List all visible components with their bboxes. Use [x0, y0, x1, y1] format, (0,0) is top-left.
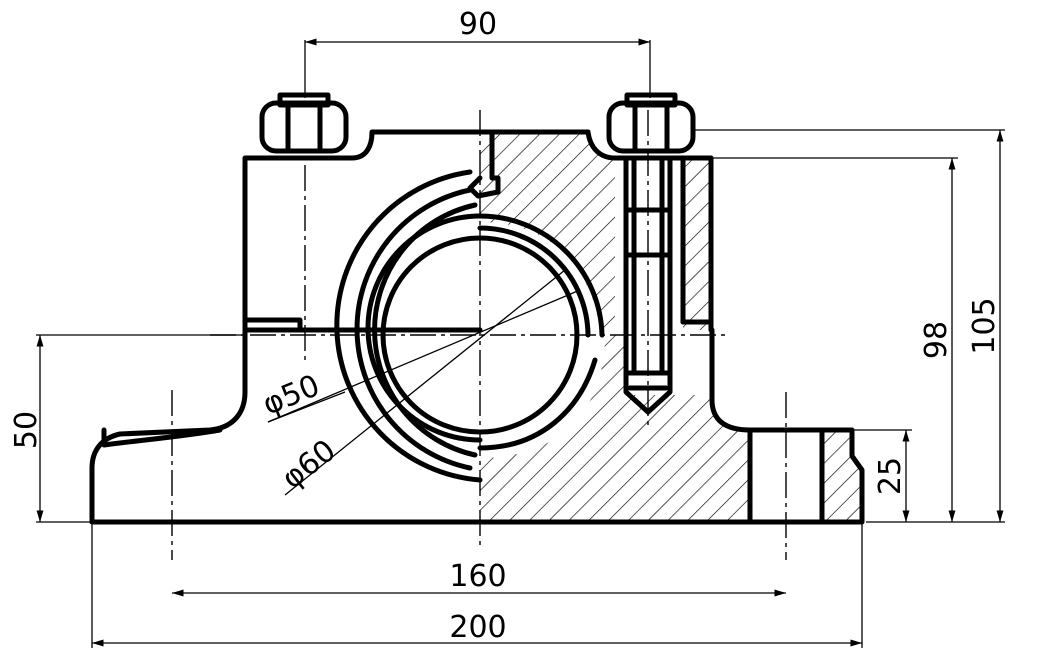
dim-label-105: 105: [967, 297, 1002, 354]
dim-label-50: 50: [9, 411, 44, 449]
left-nut: [259, 92, 349, 154]
center-lines: [171, 110, 787, 560]
dim-label-98: 98: [919, 321, 954, 359]
dim-label-90: 90: [459, 7, 497, 42]
right-nut: [606, 92, 696, 154]
cap-outline: [242, 129, 714, 333]
dim-label-200: 200: [449, 610, 506, 645]
dimension-lines: [36, 38, 1005, 648]
dim-label-160: 160: [449, 559, 506, 594]
dim-label-phi60: φ60: [275, 433, 342, 496]
dim-label-phi50: φ50: [258, 368, 325, 422]
dim-label-25: 25: [873, 457, 908, 495]
base-outline: [89, 327, 865, 525]
dimension-labels: 90 105 98 50 25 160 200 φ50 φ60: [9, 7, 1002, 645]
section-hatching: [480, 132, 862, 522]
